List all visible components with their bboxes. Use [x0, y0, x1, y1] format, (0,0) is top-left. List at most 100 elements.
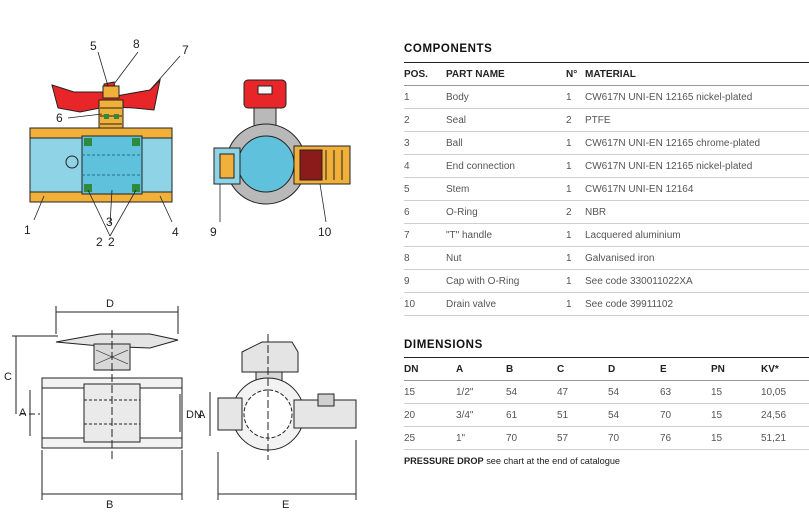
callout-8: 8: [133, 37, 140, 51]
top-right-side-view: 9 10: [210, 79, 351, 239]
dimensions-header-cell: KV*: [761, 357, 809, 381]
component-cell: 10: [404, 292, 446, 316]
component-cell: 9: [404, 269, 446, 293]
dimension-cell: 25: [404, 426, 456, 450]
dimension-cell: 15: [404, 380, 456, 404]
dim-label-d: D: [106, 298, 114, 310]
component-cell: O-Ring: [446, 200, 566, 224]
seal: [84, 138, 92, 146]
components-header-cell: MATERIAL: [585, 62, 809, 86]
component-cell: Galvanised iron: [585, 246, 809, 270]
technical-drawings: 5 8 7 6 1 3 2 2 4 9 10: [4, 37, 357, 511]
component-cell: 4: [404, 154, 446, 178]
component-cell: 6: [404, 200, 446, 224]
dimension-cell: 15: [711, 403, 761, 427]
callout-2: 2: [108, 235, 115, 249]
component-cell: CW617N UNI-EN 12165 nickel-plated: [585, 85, 809, 109]
callout-9: 9: [210, 225, 217, 239]
callout-6: 6: [56, 111, 63, 125]
components-header-cell: POS.: [404, 62, 446, 86]
note-strong: PRESSURE DROP: [404, 456, 484, 466]
component-cell: 1: [566, 246, 585, 270]
component-cell: NBR: [585, 200, 809, 224]
component-cell: 1: [404, 85, 446, 109]
dimensions-header-cell: DN: [404, 357, 456, 381]
dimensions-header-cell: A: [456, 357, 506, 381]
note-text: see chart at the end of catalogue: [483, 456, 621, 466]
component-cell: Lacquered aluminium: [585, 223, 809, 247]
dimension-cell: 51: [557, 403, 608, 427]
components-title: COMPONENTS: [404, 43, 493, 55]
dimension-cell: 70: [506, 426, 557, 450]
dimension-cell: 70: [608, 426, 660, 450]
dimension-cell: 10,05: [761, 380, 809, 404]
component-cell: Drain valve: [446, 292, 566, 316]
dimension-cell: 54: [608, 403, 660, 427]
bottom-right-side-view: [209, 334, 357, 500]
dimension-cell: 15: [711, 426, 761, 450]
stem-nut: [102, 85, 120, 99]
component-cell: End connection: [446, 154, 566, 178]
dimension-cell: 70: [660, 403, 711, 427]
component-cell: 1: [566, 154, 585, 178]
dimension-cell: 76: [660, 426, 711, 450]
component-cell: 1: [566, 131, 585, 155]
dimension-cell: 54: [506, 380, 557, 404]
dim-label-a-left: A: [19, 407, 27, 419]
dimensions-header-cell: E: [660, 357, 711, 381]
dimension-cell: 47: [557, 380, 608, 404]
component-cell: 1: [566, 177, 585, 201]
component-cell: 1: [566, 223, 585, 247]
dimension-cell: 1": [456, 426, 506, 450]
component-cell: See code 39911102: [585, 292, 809, 316]
component-cell: 5: [404, 177, 446, 201]
dimensions-header-cell: PN: [711, 357, 761, 381]
component-cell: CW617N UNI-EN 12165 nickel-plated: [585, 154, 809, 178]
dim-label-b: B: [106, 499, 113, 511]
o-ring: [114, 114, 119, 119]
component-cell: PTFE: [585, 108, 809, 132]
callout-2: 2: [96, 235, 103, 249]
callout-5: 5: [90, 39, 97, 53]
drain-port: [65, 155, 79, 169]
component-cell: Body: [446, 85, 566, 109]
callout-4: 4: [172, 225, 179, 239]
component-cell: CW617N UNI-EN 12165 chrome-plated: [585, 131, 809, 155]
dimension-cell: 20: [404, 403, 456, 427]
seal: [132, 184, 140, 192]
o-ring: [104, 114, 109, 119]
dim-label-c: C: [4, 371, 12, 383]
component-cell: 3: [404, 131, 446, 155]
component-cell: 8: [404, 246, 446, 270]
dim-label-e: E: [282, 499, 289, 511]
callout-3: 3: [106, 215, 113, 229]
dimension-cell: 1/2": [456, 380, 506, 404]
component-cell: CW617N UNI-EN 12164: [585, 177, 809, 201]
component-cell: 1: [566, 292, 585, 316]
top-left-section-view: 5 8 7 6 1 3 2 2 4: [24, 37, 189, 249]
seal: [84, 184, 92, 192]
pressure-drop-note: PRESSURE DROP see chart at the end of ca…: [404, 456, 620, 466]
component-cell: 2: [566, 108, 585, 132]
dimensions-header-cell: D: [608, 357, 660, 381]
dimension-cell: 63: [660, 380, 711, 404]
dimension-cell: 54: [608, 380, 660, 404]
dimensions-header-cell: C: [557, 357, 608, 381]
component-cell: 1: [566, 269, 585, 293]
